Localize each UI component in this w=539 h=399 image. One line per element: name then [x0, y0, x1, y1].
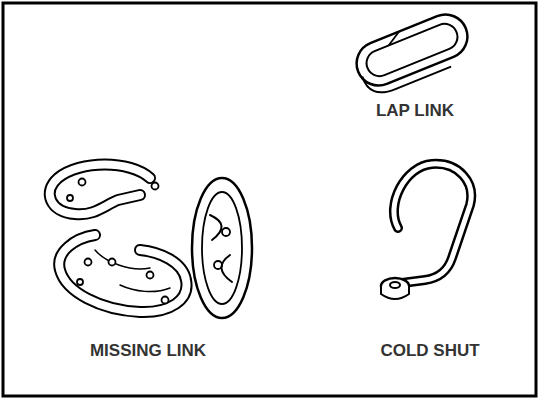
frame-border: [3, 3, 536, 396]
part-label: MISSING LINK: [90, 341, 206, 361]
part-label: COLD SHUT: [380, 341, 479, 361]
cold-shut-drawing: [381, 164, 471, 299]
part-label: LAP LINK: [376, 101, 454, 121]
lap-link-drawing: [350, 8, 477, 100]
rivet-holes: [67, 179, 169, 304]
missing-link-drawing: [50, 165, 252, 319]
